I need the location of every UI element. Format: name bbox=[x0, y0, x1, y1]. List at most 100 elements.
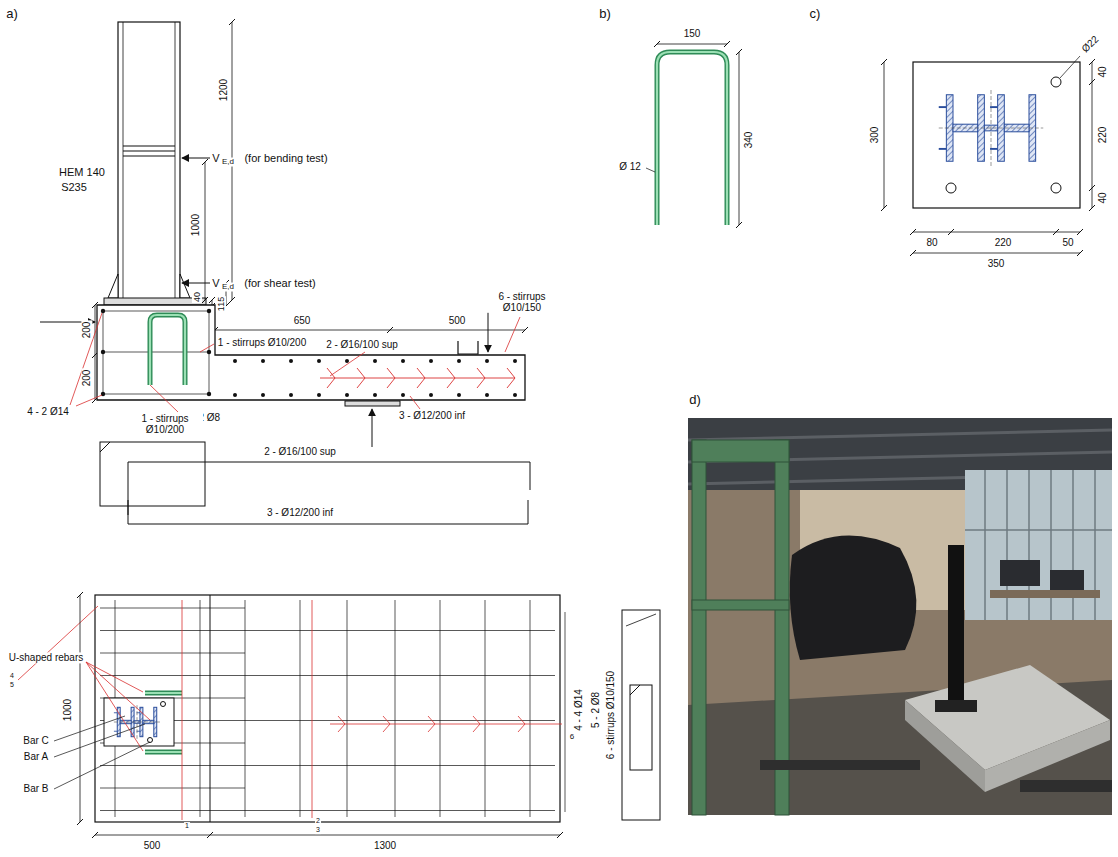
dimension-text: 40 bbox=[192, 291, 202, 303]
photo-frame bbox=[692, 440, 789, 462]
stirrup-shape bbox=[630, 685, 652, 770]
stiffener bbox=[180, 274, 190, 298]
dot bbox=[373, 359, 377, 363]
photo-column bbox=[948, 545, 964, 705]
dimension-line bbox=[95, 835, 560, 836]
dimension-tick bbox=[736, 49, 742, 55]
rebar-callout: 6 - stirrups Ø10/150 bbox=[605, 670, 616, 760]
u-rebar bbox=[657, 52, 727, 225]
stirrup-shape bbox=[100, 442, 205, 506]
leader-line bbox=[505, 317, 520, 352]
dimension-tick bbox=[724, 41, 730, 47]
rebar bbox=[485, 600, 486, 817]
dimension-tick bbox=[1089, 185, 1095, 191]
stirrup-marker bbox=[387, 368, 395, 388]
bar-diameter: Ø 12 bbox=[618, 161, 642, 172]
bracket-line bbox=[565, 612, 566, 812]
dot bbox=[429, 359, 433, 363]
dot bbox=[233, 393, 237, 397]
hole-diameter: Ø22 bbox=[1079, 33, 1102, 56]
photo-monitor bbox=[1050, 570, 1084, 592]
center-line bbox=[114, 722, 160, 723]
rebar-callout: 2 - Ø16/100 sup bbox=[325, 339, 399, 350]
callout-number: 6 bbox=[569, 733, 575, 742]
dot bbox=[485, 359, 489, 363]
force-symbol: V bbox=[211, 152, 220, 164]
base-plate bbox=[104, 298, 206, 305]
photo-frame bbox=[775, 440, 789, 815]
leader-line bbox=[1060, 56, 1080, 78]
dot bbox=[233, 359, 237, 363]
bar-name: Bar B bbox=[22, 783, 49, 794]
stiffener bbox=[123, 145, 175, 146]
force-subscript: E,d bbox=[221, 158, 235, 167]
callout-number: 3 bbox=[315, 826, 321, 834]
section-hatch bbox=[626, 614, 656, 626]
panel-letter: b) bbox=[598, 7, 612, 22]
rebar bbox=[100, 788, 245, 789]
rebar bbox=[100, 653, 245, 654]
rebar-callout: 3 - Ø12/200 inf bbox=[266, 507, 334, 518]
dot bbox=[373, 393, 377, 397]
dimension-text: 80 bbox=[925, 237, 938, 248]
leader-line bbox=[54, 742, 150, 789]
concrete-foundation bbox=[97, 305, 525, 400]
leader-line bbox=[150, 385, 178, 412]
dimension-tick bbox=[1089, 205, 1095, 211]
u-rebar bbox=[145, 692, 182, 694]
dimension-text: 220 bbox=[1097, 126, 1108, 145]
section-cut bbox=[182, 600, 183, 820]
steel-section bbox=[114, 712, 117, 713]
leader-line bbox=[70, 313, 102, 405]
stiffener bbox=[108, 274, 118, 298]
dimension-line bbox=[80, 595, 81, 822]
steel-section bbox=[990, 106, 998, 108]
panel-letter: d) bbox=[688, 393, 702, 408]
stirrup-marker bbox=[338, 716, 345, 732]
stirrup-hook bbox=[100, 442, 110, 452]
dot bbox=[345, 359, 349, 363]
rebar bbox=[100, 608, 245, 609]
dot bbox=[513, 393, 517, 397]
rebar bbox=[530, 600, 531, 817]
photo bbox=[688, 418, 1112, 815]
dimension-tick bbox=[881, 59, 887, 65]
dimension-tick bbox=[1089, 79, 1095, 85]
leader-line bbox=[646, 168, 655, 172]
dimension-text: 115 bbox=[216, 296, 226, 312]
dot bbox=[457, 393, 461, 397]
rebar bbox=[100, 630, 555, 631]
stirrup-marker bbox=[428, 716, 435, 732]
dot bbox=[457, 359, 461, 363]
dimension-tick bbox=[654, 41, 660, 47]
dimension-line bbox=[1092, 62, 1093, 208]
dot bbox=[317, 393, 321, 397]
column-flange bbox=[123, 22, 124, 298]
photo-column bbox=[935, 700, 977, 712]
panel-letter: c) bbox=[809, 7, 822, 22]
dot bbox=[207, 350, 211, 354]
photo-window bbox=[984, 470, 986, 620]
leader-line bbox=[86, 662, 150, 720]
section-cut bbox=[312, 600, 313, 818]
steel-grade: S235 bbox=[60, 181, 88, 193]
dimension-text: 50 bbox=[1061, 237, 1074, 248]
load-arrow bbox=[182, 283, 210, 284]
dot bbox=[345, 393, 349, 397]
bar-name: Bar C bbox=[22, 735, 50, 746]
column-flange bbox=[175, 22, 176, 298]
anchor-hole bbox=[1051, 77, 1061, 87]
photo-window bbox=[965, 529, 1112, 531]
load-arrow bbox=[182, 158, 210, 159]
dimension-tick bbox=[736, 222, 742, 228]
rebar bbox=[200, 600, 201, 817]
dimension-line bbox=[205, 162, 206, 300]
dot bbox=[261, 393, 265, 397]
dimension-text: 350 bbox=[987, 258, 1006, 269]
dimension-line bbox=[95, 305, 96, 400]
photo-monitor bbox=[1000, 560, 1040, 586]
dimension-text: 1200 bbox=[218, 78, 229, 102]
stirrup-marker bbox=[477, 368, 485, 388]
dimension-text: 220 bbox=[994, 237, 1013, 248]
dimension-tick bbox=[202, 159, 208, 165]
